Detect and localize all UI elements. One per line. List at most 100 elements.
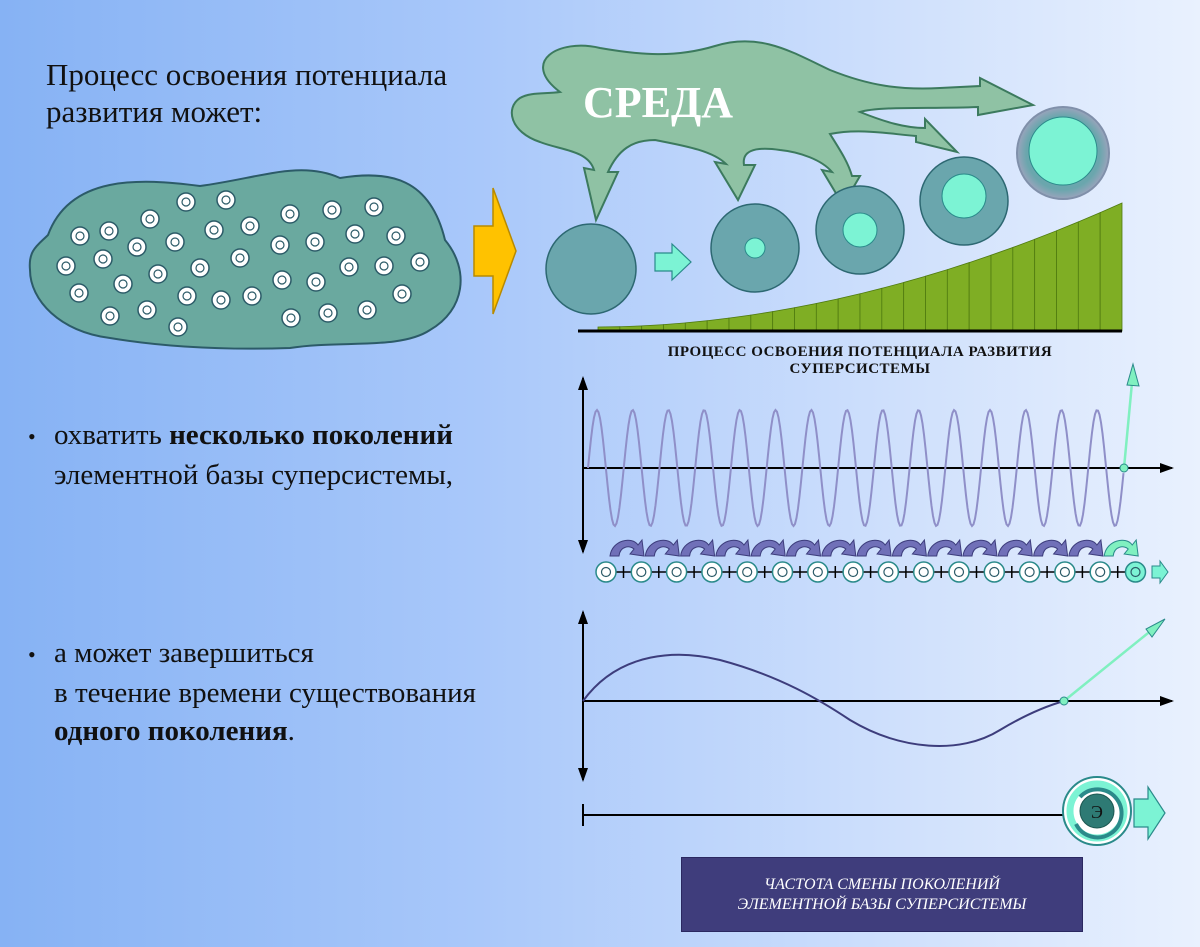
chain-element: [807, 561, 829, 583]
generation-core-2: [744, 237, 766, 259]
breakout-point-2: [1059, 696, 1069, 706]
bullet-marker-2: •: [28, 642, 36, 667]
bullet-single-generation: •а может завершиться в течение времени с…: [28, 634, 476, 750]
breakout-point: [1119, 463, 1129, 473]
single-generation-timeline: Э: [582, 776, 1166, 846]
chain-element: [665, 561, 688, 583]
element-dot-core: [98, 254, 108, 264]
element-dot: [176, 192, 196, 212]
bullet2-line1: а может завершиться: [54, 637, 314, 669]
element-dot-core: [323, 308, 333, 318]
element-dot-core: [247, 291, 257, 301]
forward-arrow-icon: [1133, 784, 1166, 842]
multi-generation-plot: [578, 362, 1174, 554]
element-dot-core: [145, 214, 155, 224]
element-dot-core: [397, 289, 407, 299]
chain-element-core: [1024, 566, 1035, 578]
growth-bar: [750, 311, 774, 332]
element-dot-core: [181, 197, 191, 207]
element-dot: [177, 286, 197, 306]
growth-bar: [903, 275, 926, 332]
process-caption-line-2: СУПЕРСИСТЕМЫ: [789, 361, 931, 377]
chain-element: [630, 561, 653, 583]
chain-forward-arrow-icon: [1151, 559, 1169, 585]
element-dot-core: [369, 202, 379, 212]
element-dot-core: [379, 261, 389, 271]
supersystem-blob: [28, 169, 462, 350]
bullet2-post: .: [287, 715, 295, 747]
chain-element-core: [989, 566, 1000, 578]
element-dot: [345, 224, 365, 244]
element-dot: [100, 306, 120, 326]
element-dot: [127, 237, 147, 257]
bullet1-line2: элементной базы суперсистемы,: [54, 459, 454, 491]
element-dot-core: [350, 229, 360, 239]
element-dot-core: [327, 205, 337, 215]
element-dot-core: [118, 279, 128, 289]
element-generation-dots: [56, 190, 430, 337]
chain-element: [1089, 561, 1111, 583]
breakout-arrow-2: [1063, 624, 1159, 702]
chain-element: [736, 561, 758, 583]
element-dot-core: [173, 322, 183, 332]
growth-bar: [1056, 221, 1079, 332]
environment-cloud: СРЕДА: [510, 40, 1037, 224]
element-dot-core: [142, 305, 152, 315]
element-dot: [270, 235, 290, 255]
growth-bar: [837, 293, 861, 332]
element-dot: [70, 226, 90, 246]
cycle-arrow-icon: [1068, 538, 1104, 557]
growth-bar: [794, 303, 817, 332]
growth-bar: [728, 314, 752, 332]
cycle-arrow-icon: [1033, 538, 1069, 557]
element-dot: [357, 300, 377, 320]
cycle-arrow-icon: [609, 538, 645, 557]
system-element-core: [1079, 793, 1115, 829]
element-dot: [69, 283, 89, 303]
growth-bar: [881, 281, 905, 332]
frequency-box-line-1: ЧАСТОТА СМЕНЫ ПОКОЛЕНИЙ: [764, 875, 1000, 893]
growth-bar: [772, 307, 795, 332]
element-dot-core: [277, 275, 287, 285]
cycle-arrow-icon: [1103, 538, 1139, 557]
element-dot: [99, 221, 119, 241]
cycle-arrow-icon: [1074, 787, 1124, 840]
chain-element-core: [1095, 566, 1106, 578]
chain-element-core: [742, 566, 753, 578]
element-dot-core: [285, 209, 295, 219]
cycle-arrow-icon: [680, 538, 716, 557]
element-dot-core: [216, 295, 226, 305]
chain-element-core: [847, 566, 859, 578]
yellow-arrow-icon: [473, 187, 517, 315]
element-dot: [280, 204, 300, 224]
element-dot: [230, 248, 250, 268]
element-dot: [148, 264, 168, 284]
chain-element: [701, 561, 723, 583]
chain-element: [595, 561, 617, 583]
cycle-arrow-icon: [644, 538, 680, 557]
growth-bar: [1077, 212, 1101, 332]
growth-bar: [968, 254, 992, 332]
element-dot-core: [391, 231, 401, 241]
element-dot: [93, 249, 113, 269]
element-dot-core: [75, 231, 85, 241]
element-dot: [165, 232, 185, 252]
chain-element-core: [600, 566, 612, 578]
generation-circle-1: [545, 223, 637, 315]
growth-bar: [946, 262, 970, 332]
chain-element-core: [1130, 566, 1141, 578]
environment-label: СРЕДА: [583, 78, 733, 127]
system-element-label: Э: [1091, 802, 1103, 822]
chain-element-core: [636, 566, 647, 578]
cycle-arrow-icon: [997, 538, 1033, 557]
element-dot: [281, 308, 301, 328]
chain-element-core: [953, 566, 965, 578]
chain-element-core: [706, 566, 718, 578]
element-dot-core: [275, 240, 285, 250]
bullet-marker: •: [28, 424, 36, 449]
element-dot: [364, 197, 384, 217]
growth-bar: [859, 287, 883, 332]
element-dot-core: [74, 288, 84, 298]
element-dot-core: [344, 262, 354, 272]
